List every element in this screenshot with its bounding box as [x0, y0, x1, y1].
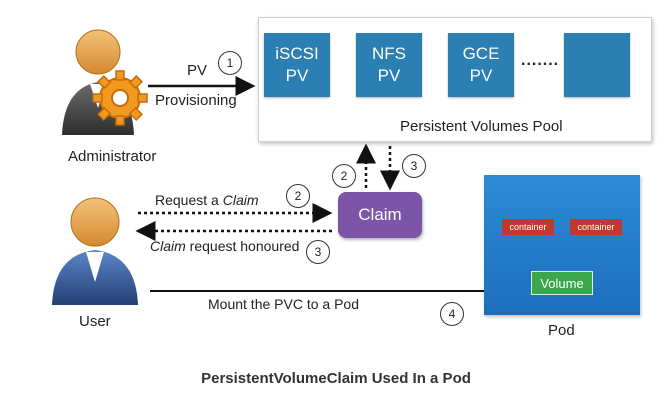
nfs-pv-box: NFS PV	[356, 33, 422, 97]
mount-pvc-label: Mount the PVC to a Pod	[208, 296, 359, 312]
administrator-gear-icon	[62, 29, 148, 135]
honoured-suffix: request honoured	[185, 238, 300, 254]
step-2-badge-pool: 2	[332, 164, 356, 188]
administrator-label: Administrator	[68, 148, 157, 165]
pod-label: Pod	[548, 322, 575, 339]
pool-title: Persistent Volumes Pool	[400, 118, 563, 135]
claim-box: Claim	[338, 192, 422, 238]
gce-pv-box: GCE PV	[448, 33, 514, 97]
user-person-icon	[52, 197, 138, 305]
nfs-pv-line2: PV	[377, 66, 401, 85]
step-4-badge: 4	[440, 302, 464, 326]
nfs-pv-line1: NFS	[372, 44, 406, 63]
user-label: User	[79, 313, 111, 330]
step-2-badge-request: 2	[286, 184, 310, 208]
request-claim-label: Request a Claim	[155, 192, 259, 208]
volume-box: Volume	[531, 271, 593, 295]
step-3-badge-honoured: 3	[306, 240, 330, 264]
honoured-claim-emph: Claim	[150, 238, 186, 254]
request-prefix: Request a	[155, 192, 223, 208]
iscsi-pv-box: iSCSI PV	[264, 33, 330, 97]
step-1-badge: 1	[218, 51, 242, 75]
request-claim-emph: Claim	[222, 192, 259, 208]
provisioning-label: Provisioning	[155, 92, 237, 109]
pool-ellipsis: .......	[521, 52, 560, 69]
step-3-badge-pool: 3	[402, 154, 426, 178]
pv-label: PV	[187, 62, 208, 79]
claim-label: Claim	[358, 205, 402, 224]
empty-pv-box	[564, 33, 630, 97]
container-box: container	[570, 219, 622, 235]
gce-pv-line1: GCE	[462, 44, 500, 63]
claim-honoured-label: Claim request honoured	[150, 238, 299, 254]
iscsi-pv-line2: PV	[285, 66, 309, 85]
gce-pv-line2: PV	[469, 66, 493, 85]
figure-caption: PersistentVolumeClaim Used In a Pod	[201, 370, 471, 387]
iscsi-pv-line1: iSCSI	[275, 44, 319, 63]
container-box: container	[502, 219, 554, 235]
